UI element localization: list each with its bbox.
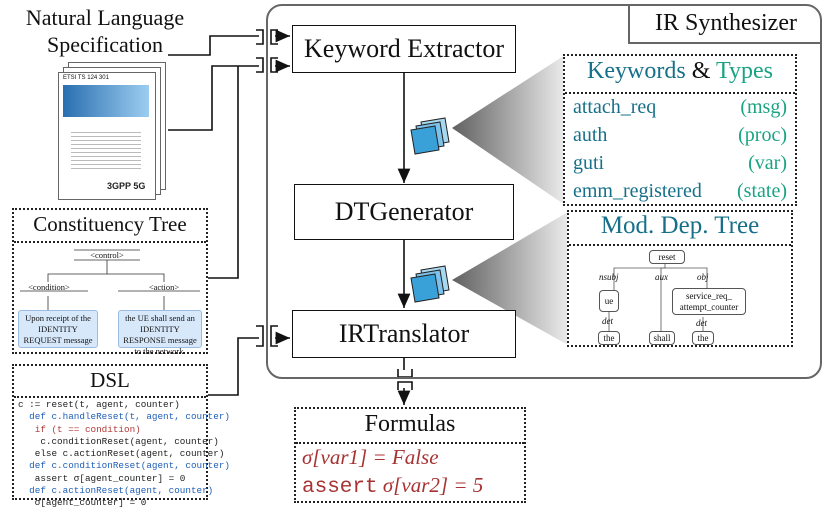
mdt-det-label-1: det bbox=[602, 316, 613, 326]
dtgenerator-box: DTGenerator bbox=[294, 184, 514, 240]
mdt-title: Mod. Dep. Tree bbox=[600, 212, 760, 239]
dsl-line: def c.handleReset(t, agent, counter) bbox=[18, 411, 231, 423]
keyword-type: (var) bbox=[748, 152, 787, 174]
keyword-name: attach_req bbox=[573, 96, 657, 118]
keyword-row: auth (proc) bbox=[573, 124, 787, 147]
keyword-name: auth bbox=[573, 124, 608, 146]
mod-dep-tree-panel: Mod. Dep. Tree reset nsubj aux obj ue se… bbox=[567, 210, 793, 347]
nl-spec-title-line1: Natural Language bbox=[25, 5, 185, 30]
formulas-title: Formulas bbox=[364, 411, 456, 437]
mdt-obj-label: obj bbox=[697, 272, 709, 282]
keyword-row: guti (var) bbox=[573, 152, 787, 175]
spec-doc-logo: 3GPP 5G bbox=[107, 181, 146, 191]
keywords-title: Keywords bbox=[587, 58, 686, 84]
spec-doc-text bbox=[71, 129, 141, 169]
mdt-aux-label: aux bbox=[655, 272, 668, 282]
spec-doc-title: ETSI TS 124 301 bbox=[63, 75, 109, 81]
ir-synthesizer-title: IR Synthesizer bbox=[628, 4, 822, 44]
arrow-spec-bottom bbox=[168, 59, 290, 131]
dsl-line: σ[agent_counter] = 0 bbox=[18, 497, 147, 509]
mdt-nsubj-label: nsubj bbox=[599, 272, 619, 282]
keyword-extractor-box: Keyword Extractor bbox=[292, 25, 516, 73]
keywords-types-panel: Keywords & Types attach_req (msg) auth (pr… bbox=[563, 54, 797, 206]
fan-mdt bbox=[452, 212, 568, 345]
irtranslator-box: IRTranslator bbox=[292, 310, 516, 358]
dsl-line: assert σ[agent_counter] = 0 bbox=[18, 472, 186, 484]
keyword-type: (msg) bbox=[740, 96, 787, 118]
formula-assert-keyword: assert bbox=[302, 476, 378, 499]
mdt-shall-node: shall bbox=[649, 331, 675, 345]
spec-doc-banner bbox=[63, 85, 149, 117]
ctree-leaf-action: the UE shall send an IDENTITY RESPONSE m… bbox=[118, 310, 202, 356]
dsl-code: c := reset(t, agent, counter) def c.hand… bbox=[18, 399, 230, 510]
formula-line-2: assert σ[var2] = 5 bbox=[302, 473, 483, 499]
spec-document: ETSI TS 124 301 3GPP 5G bbox=[58, 72, 156, 200]
ctree-edges bbox=[20, 249, 200, 310]
mdt-edges bbox=[608, 264, 708, 336]
keyword-name: guti bbox=[573, 152, 605, 174]
dsl-line: c := reset(t, agent, counter) bbox=[18, 399, 180, 410]
amp-title: & bbox=[691, 58, 711, 84]
mdt-service-node: service_req_ attempt_counter bbox=[672, 288, 746, 315]
formula-line-1: σ[var1] = False bbox=[302, 445, 439, 469]
dsl-line: def c.conditionReset(agent, counter) bbox=[18, 460, 231, 472]
ctree-action-node: <action> bbox=[148, 282, 180, 292]
ctree-condition-node: <condition> bbox=[28, 282, 70, 292]
docs-icon-mdt bbox=[410, 265, 450, 303]
formulas-panel: Formulas σ[var1] = False assert σ[var2] … bbox=[294, 407, 526, 503]
dsl-line: def c.actionReset(agent, counter) bbox=[18, 485, 214, 497]
ctree-leaf-condition: Upon receipt of the IDENTITY REQUEST mes… bbox=[18, 310, 98, 348]
mdt-root-node: reset bbox=[649, 250, 685, 264]
keyword-type: (proc) bbox=[738, 124, 787, 146]
keywords-types-title: Keywords & Types bbox=[565, 58, 795, 85]
types-title: Types bbox=[715, 58, 773, 84]
dsl-panel: DSL c := reset(t, agent, counter) def c.… bbox=[12, 364, 230, 508]
nl-spec-title: Natural Language Specification bbox=[10, 4, 200, 58]
fan-keywords bbox=[452, 55, 565, 205]
mdt-ue-node: ue bbox=[599, 290, 619, 312]
arrow-spec-top bbox=[168, 29, 290, 56]
formula-assert-expr: σ[var2] = 5 bbox=[382, 473, 484, 497]
port-formulas bbox=[393, 369, 415, 390]
mdt-det-label-2: det bbox=[696, 318, 707, 328]
dsl-title: DSL bbox=[90, 368, 130, 392]
mdt-the-node-2: the bbox=[692, 331, 714, 345]
spec-document-stack: ETSI TS 124 301 3GPP 5G bbox=[58, 62, 170, 200]
mdt-the-node-1: the bbox=[598, 331, 620, 345]
ctree-control-node: <control> bbox=[90, 250, 124, 260]
keyword-row: attach_req (msg) bbox=[573, 96, 787, 119]
nl-spec-title-line2: Specification bbox=[46, 32, 164, 57]
arrow-ctree bbox=[206, 66, 239, 279]
keyword-name: emm_registered bbox=[573, 180, 702, 202]
docs-icon-keywords bbox=[410, 117, 450, 155]
constituency-tree-panel: Constituency Tree <control> <condition> … bbox=[12, 208, 208, 356]
dsl-line: c.conditionReset(agent, counter) bbox=[18, 435, 219, 447]
keyword-row: emm_registered (state) bbox=[573, 180, 787, 203]
ctree-title: Constituency Tree bbox=[33, 212, 187, 236]
ir-synthesizer-container bbox=[266, 4, 822, 379]
dsl-line: if (t == condition) bbox=[18, 423, 141, 435]
dsl-line: else c.actionReset(agent, counter) bbox=[18, 448, 225, 460]
keyword-type: (state) bbox=[737, 180, 787, 202]
